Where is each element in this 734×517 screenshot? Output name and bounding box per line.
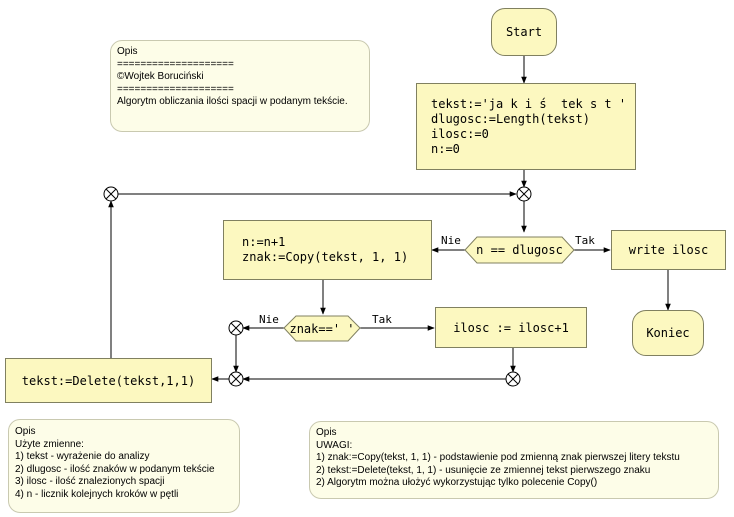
junction-left	[228, 320, 244, 336]
note-line: ©Wojtek Boruciński	[117, 71, 204, 82]
decision-char-shape	[283, 315, 361, 342]
end-label: Koniec	[646, 326, 690, 340]
note-line: ====================	[117, 83, 234, 95]
delete-process: tekst:=Delete(tekst,1,1)	[5, 358, 212, 403]
note-variables: Opis Użyte zmienne: 1) tekst - wyrażenie…	[8, 419, 240, 513]
note-line: Opis	[316, 427, 337, 438]
decision-char-yes-label: Tak	[372, 313, 392, 326]
note-line: 4) n - licznik kolejnych kroków w pętli	[15, 488, 179, 500]
delete-label: tekst:=Delete(tekst,1,1)	[21, 373, 196, 388]
init-line: tekst:='ja k i ś tek s t '	[431, 97, 627, 111]
decision-loop-shape	[464, 236, 575, 264]
init-line: n:=0	[431, 142, 460, 156]
start-terminal: Start	[491, 8, 557, 56]
step-line: n:=n+1	[242, 235, 286, 249]
note-line: 2) dlugosc - ilość znaków w podanym tekś…	[15, 463, 215, 475]
init-line: dlugosc:=Length(tekst)	[431, 112, 590, 126]
decision-loop-yes-label: Tak	[575, 234, 595, 247]
note-line: 2) Algorytm można ułożyć wykorzystując t…	[316, 477, 598, 488]
note-line: 1) tekst - wyrażenie do analizy	[15, 451, 150, 462]
note-line: 1) znak:=Copy(tekst, 1, 1) - podstawieni…	[316, 452, 680, 463]
decision-loop: n == dlugosc	[465, 237, 574, 263]
note-line: 3) ilosc - ilość znalezionych spacji	[15, 476, 165, 487]
junction-topleft	[103, 186, 119, 202]
init-line: ilosc:=0	[431, 127, 489, 141]
write-label: write ilosc	[628, 243, 709, 257]
note-remarks: Opis UWAGI: 1) znak:=Copy(tekst, 1, 1) -…	[309, 421, 719, 499]
decision-loop-no-label: Nie	[441, 234, 461, 247]
note-line: Opis	[117, 46, 138, 57]
note-line: ====================	[117, 58, 234, 70]
decision-char-no-label: Nie	[259, 313, 279, 326]
step-line: znak:=Copy(tekst, 1, 1)	[242, 250, 409, 264]
junction-main	[516, 186, 532, 202]
increment-label: ilosc := ilosc+1	[453, 320, 569, 335]
end-terminal: Koniec	[632, 310, 704, 356]
note-line: Algorytm obliczania ilości spacji w poda…	[117, 96, 348, 107]
increment-process: ilosc := ilosc+1	[435, 307, 587, 348]
note-line: Opis	[15, 426, 36, 437]
decision-char-label: znak==' '	[289, 321, 355, 336]
note-line: Użyte zmienne:	[15, 438, 84, 450]
write-output: write ilosc	[611, 230, 726, 270]
junction-right	[505, 371, 521, 387]
junction-bottom	[228, 371, 244, 387]
step-process: n:=n+1 znak:=Copy(tekst, 1, 1)	[223, 220, 432, 280]
decision-char: znak==' '	[284, 316, 360, 341]
decision-loop-label: n == dlugosc	[476, 243, 563, 257]
note-description: Opis ==================== ©Wojtek Boruci…	[110, 40, 370, 132]
init-process: tekst:='ja k i ś tek s t ' dlugosc:=Leng…	[416, 83, 636, 170]
note-line: 2) tekst:=Delete(tekst, 1, 1) - usunięci…	[316, 464, 651, 476]
note-line: UWAGI:	[316, 439, 353, 451]
start-label: Start	[505, 25, 543, 39]
